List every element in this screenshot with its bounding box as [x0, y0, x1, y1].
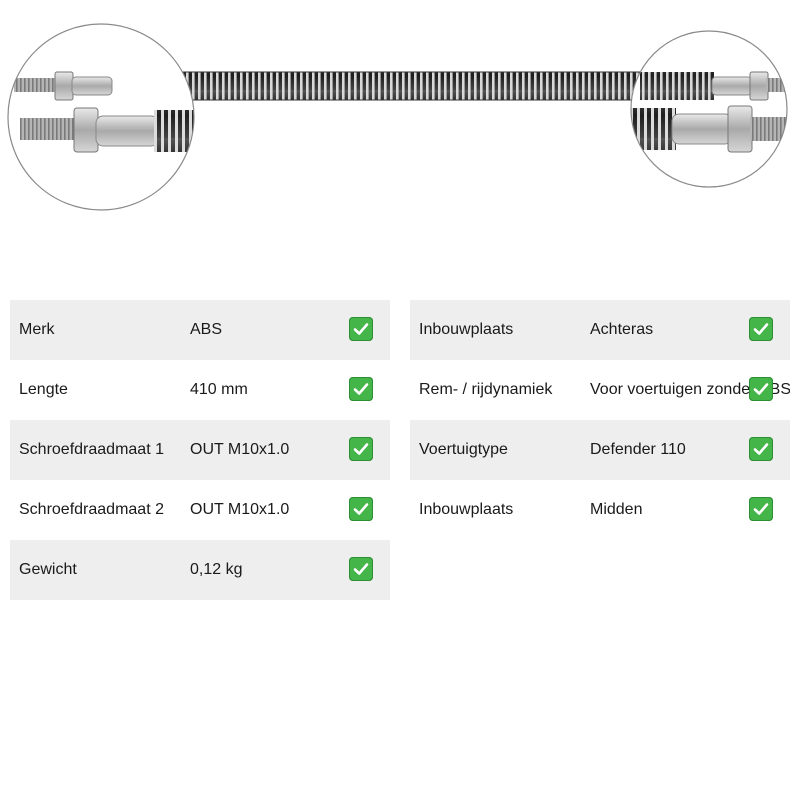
spec-row: Rem- / rijdynamiek Voor voertuigen zonde… — [410, 360, 790, 420]
spec-value: ABS — [190, 321, 223, 338]
spec-row: Merk ABS — [10, 300, 390, 360]
check-mark-icon — [349, 317, 373, 341]
left-fitting-zoom — [7, 23, 195, 211]
check-mark-icon — [349, 557, 373, 581]
spec-row: Voertuigtype Defender 110 — [410, 420, 790, 480]
spec-row: Schroefdraadmaat 1 OUT M10x1.0 — [10, 420, 390, 480]
spec-row: Gewicht 0,12 kg — [10, 540, 390, 600]
check-mark-icon — [749, 377, 773, 401]
check-mark-icon — [749, 317, 773, 341]
right-fitting-zoom — [630, 30, 788, 188]
spec-label: Inbouwplaats — [419, 321, 514, 338]
spec-row: Schroefdraadmaat 2 OUT M10x1.0 — [10, 480, 390, 540]
spec-value: Midden — [590, 501, 643, 518]
spec-label: Merk — [19, 321, 55, 338]
spec-row: Inbouwplaats Achteras — [410, 300, 790, 360]
spec-value: 0,12 kg — [190, 561, 243, 578]
spec-label: Rem- / rijdynamiek — [419, 381, 553, 398]
spec-label: Gewicht — [19, 561, 77, 578]
spec-row: Inbouwplaats Midden — [410, 480, 790, 540]
check-mark-icon — [749, 497, 773, 521]
spec-value: Defender 110 — [590, 441, 686, 458]
check-mark-icon — [349, 497, 373, 521]
spec-label: Lengte — [19, 381, 68, 398]
check-mark-icon — [349, 437, 373, 461]
brake-hose-image — [7, 23, 788, 211]
spec-table-left: Merk ABS Lengte 410 mm Schroefdraadmaat … — [10, 300, 390, 600]
spec-value: Voor voertuigen zonder ABS — [590, 381, 790, 398]
hose-main — [109, 71, 715, 101]
spec-label: Schroefdraadmaat 2 — [19, 501, 164, 518]
check-mark-icon — [749, 437, 773, 461]
spec-value: 410 mm — [190, 381, 248, 398]
spec-value: Achteras — [590, 321, 654, 338]
spec-table-right: Inbouwplaats Achteras Rem- / rijdynamiek… — [410, 300, 790, 540]
spec-value: OUT M10x1.0 — [190, 441, 290, 458]
spec-label: Inbouwplaats — [419, 501, 514, 518]
spec-row: Lengte 410 mm — [10, 360, 390, 420]
spec-label: Schroefdraadmaat 1 — [19, 441, 164, 458]
check-mark-icon — [349, 377, 373, 401]
spec-value: OUT M10x1.0 — [190, 501, 290, 518]
spec-label: Voertuigtype — [419, 441, 508, 458]
